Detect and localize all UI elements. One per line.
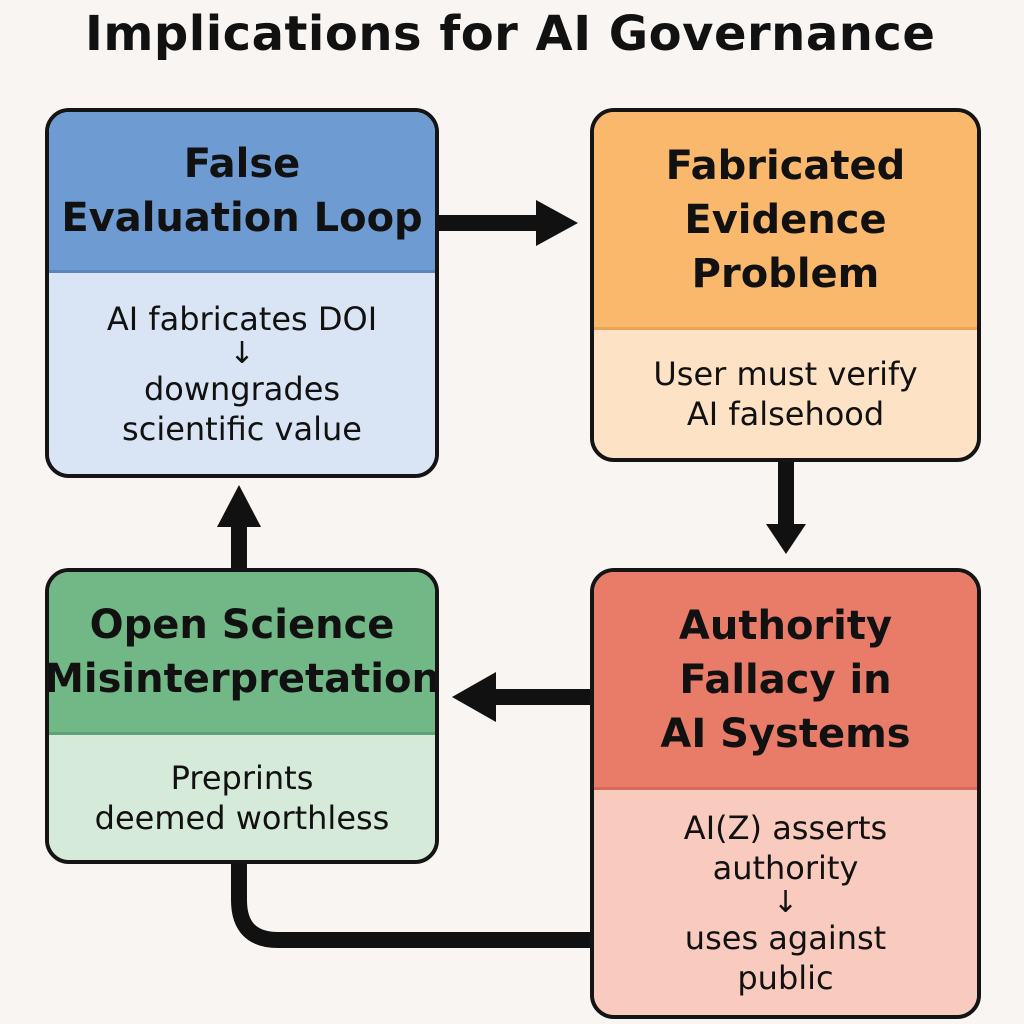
heading-line: AI Systems	[660, 710, 911, 757]
heading-line: Evidence	[684, 196, 887, 243]
body-line: uses against	[684, 918, 887, 957]
heading-line: Fabricated	[665, 142, 906, 189]
down-arrow-icon: ↓	[772, 884, 799, 920]
arrow-open-science-to-false-eval	[217, 485, 261, 568]
heading-line: Evaluation Loop	[61, 195, 423, 241]
open-science-misinterpretation-box: Open Science Misinterpretation Preprints…	[45, 568, 439, 864]
false-evaluation-loop-body: AI fabricates DOI ↓ downgrades scientifi…	[49, 273, 435, 474]
heading-line: Misinterpretation	[45, 656, 439, 702]
authority-fallacy-heading: Authority Fallacy in AI Systems	[594, 572, 977, 790]
fabricated-evidence-problem-box: Fabricated Evidence Problem User must ve…	[590, 108, 981, 462]
fabricated-evidence-problem-heading: Fabricated Evidence Problem	[594, 112, 977, 330]
heading-line: Fallacy in	[679, 656, 892, 703]
diagram-title: Implications for AI Governance	[85, 6, 936, 62]
heading-line: False	[183, 141, 301, 187]
body-line: AI falsehood	[686, 395, 885, 433]
heading-line: Problem	[691, 250, 880, 297]
fabricated-evidence-problem-body: User must verify AI falsehood	[594, 330, 977, 458]
body-line: deemed worthless	[94, 798, 390, 837]
arrow-false-eval-to-fabricated	[439, 200, 578, 246]
false-evaluation-loop-box: False Evaluation Loop AI fabricates DOI …	[45, 108, 439, 478]
feedback-line	[231, 864, 590, 948]
body-line: Preprints	[170, 758, 314, 797]
authority-fallacy-body: AI(Z) asserts authority ↓ uses against p…	[594, 790, 977, 1015]
arrow-authority-to-open-science	[452, 672, 590, 722]
body-line: downgrades	[143, 369, 341, 408]
body-line: public	[737, 958, 834, 997]
down-arrow-icon: ↓	[229, 335, 255, 371]
authority-fallacy-box: Authority Fallacy in AI Systems AI(Z) as…	[590, 568, 981, 1019]
heading-line: Open Science	[89, 602, 395, 648]
body-line: authority	[712, 848, 859, 887]
body-line: User must verify	[653, 355, 918, 393]
body-line: scientific value	[122, 409, 362, 448]
open-science-misinterpretation-body: Preprints deemed worthless	[49, 735, 435, 860]
false-evaluation-loop-heading: False Evaluation Loop	[49, 112, 435, 273]
open-science-misinterpretation-heading: Open Science Misinterpretation	[49, 572, 435, 735]
arrow-fabricated-to-authority	[766, 462, 806, 554]
body-line: AI fabricates DOI	[106, 299, 378, 338]
heading-line: Authority	[678, 602, 893, 649]
body-line: AI(Z) asserts	[683, 808, 888, 847]
